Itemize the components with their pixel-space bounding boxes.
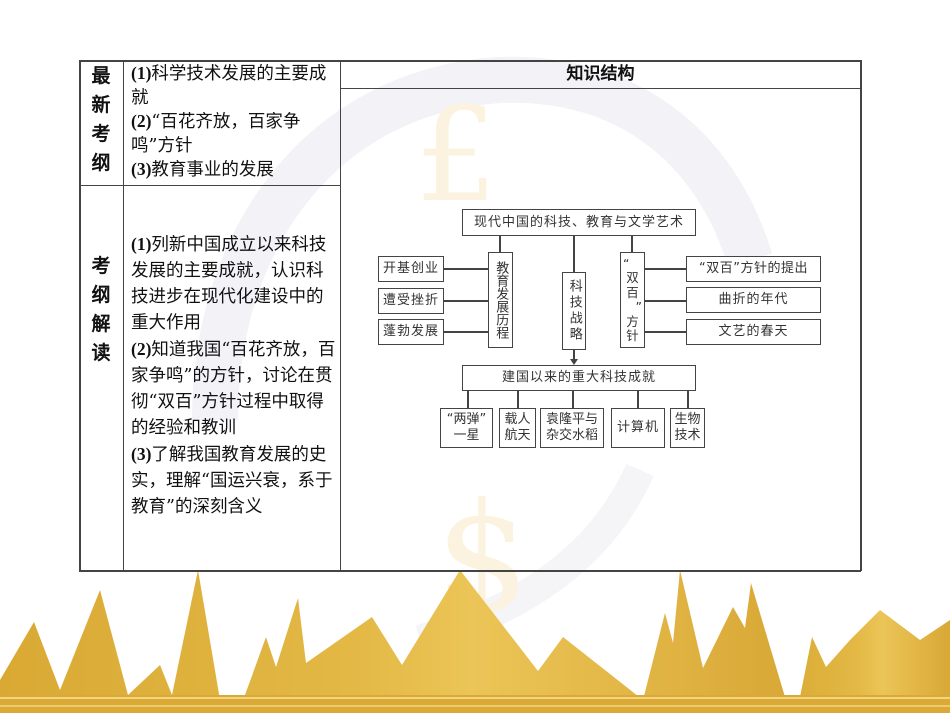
item-text: 了解我国教育发展的史实，理解“国运兴衰，系于教育”的深刻含义 [131, 445, 333, 517]
policy-stage-box: 曲折的年代 [686, 287, 821, 313]
connector-line [467, 391, 469, 408]
connector-line [572, 391, 574, 408]
watermark-pound-icon: £ [415, 79, 498, 231]
policy-char: ” [635, 299, 642, 314]
syllabus-interpretation-content: (1)列新中国成立以来科技发展的主要成就，认识科技进步在现代化建设中的重大作用 … [131, 231, 338, 520]
syllabus-item-1: (1)科学技术发展的主要成就 [131, 62, 336, 110]
label-char: 纲 [91, 152, 111, 174]
connector-line [444, 300, 488, 302]
policy-char: 方 [626, 313, 639, 329]
achievement-line: 技术 [674, 428, 701, 443]
table-border-bottom [79, 570, 861, 572]
item-number: (2) [131, 111, 152, 131]
achievement-item-box: 生物 技术 [670, 408, 705, 448]
row-label-syllabus-interpretation: 考 纲 解 读 [79, 252, 123, 368]
connector-arrow-line [573, 350, 575, 362]
item-number: (1) [131, 234, 152, 254]
table-row-divider [79, 185, 340, 186]
policy-char: 百 [626, 284, 639, 300]
table-col-divider-2 [340, 60, 341, 571]
connector-line [631, 236, 633, 252]
education-stage-box: 遭受挫折 [378, 288, 444, 314]
header-divider [340, 88, 861, 89]
label-char: 读 [91, 342, 111, 364]
achievement-item-box: 载人 航天 [499, 408, 536, 448]
interpretation-item-3: (3)了解我国教育发展的史实，理解“国运兴衰，系于教育”的深刻含义 [131, 441, 338, 520]
achievement-line: 计算机 [616, 420, 659, 435]
label-char: 解 [91, 313, 111, 335]
connector-line [517, 391, 519, 408]
double-hundred-policy-box: “ 双 百 ” 方 针 [620, 252, 645, 348]
achievement-line: “两弹” [446, 412, 487, 427]
item-number: (2) [131, 339, 152, 359]
achievement-line: 生物 [674, 412, 701, 427]
diagram-root-box: 现代中国的科技、教育与文学艺术 [462, 209, 696, 236]
latest-syllabus-content: (1)科学技术发展的主要成就 (2)“百花齐放，百家争鸣”方针 (3)教育事业的… [131, 62, 336, 183]
achievement-line: 杂交水稻 [545, 428, 598, 443]
table-col-divider-1 [123, 60, 124, 571]
connector-line [444, 331, 488, 333]
policy-stage-box: 文艺的春天 [686, 319, 821, 345]
label-char: 新 [91, 94, 111, 116]
row-label-latest-syllabus: 最 新 考 纲 [79, 62, 123, 178]
achievement-item-box: “两弹” 一星 [440, 408, 493, 448]
interpretation-item-2: (2)知道我国“百花齐放，百家争鸣”的方针，讨论在贯彻“双百”方针过程中取得的经… [131, 336, 338, 441]
item-number: (3) [131, 444, 152, 464]
item-number: (3) [131, 159, 152, 179]
label-char: 纲 [91, 284, 111, 306]
label-char: 最 [91, 65, 111, 87]
item-text: 科学技术发展的主要成就 [131, 64, 327, 108]
connector-line [645, 268, 686, 270]
watermark-arc [192, 56, 773, 421]
achievements-box: 建国以来的重大科技成就 [462, 365, 696, 391]
policy-char: 双 [626, 270, 639, 285]
item-text: “百花齐放，百家争鸣”方针 [131, 112, 301, 156]
policy-char: 针 [626, 328, 639, 343]
gold-mountains [0, 570, 787, 713]
table-border-top [79, 60, 861, 62]
achievement-line: 袁隆平与 [545, 412, 598, 427]
science-strategy-label: 科技战略 [566, 279, 582, 343]
syllabus-item-3: (3)教育事业的发展 [131, 158, 336, 183]
connector-line [444, 268, 488, 270]
label-char: 考 [91, 255, 111, 277]
connector-line [573, 236, 575, 272]
table-border-right [860, 60, 862, 571]
arrow-down-icon [570, 359, 578, 365]
policy-stage-box: “双百”方针的提出 [686, 256, 821, 282]
education-stage-box: 开基创业 [378, 256, 444, 282]
education-history-box: 教育发展历程 [488, 252, 513, 348]
connector-line [645, 331, 686, 333]
education-history-label: 教育发展历程 [493, 261, 509, 339]
connector-line [499, 236, 501, 252]
achievement-item-box: 计算机 [611, 408, 665, 448]
achievement-line: 一星 [453, 428, 480, 443]
item-text: 知道我国“百花齐放，百家争鸣”的方针，讨论在贯彻“双百”方针过程中取得的经验和教… [131, 340, 336, 438]
table-border-left [79, 60, 81, 571]
item-text: 教育事业的发展 [151, 160, 274, 180]
item-text: 列新中国成立以来科技发展的主要成就，认识科技进步在现代化建设中的重大作用 [131, 235, 327, 333]
interpretation-item-1: (1)列新中国成立以来科技发展的主要成就，认识科技进步在现代化建设中的重大作用 [131, 231, 338, 336]
achievement-item-box: 袁隆平与 杂交水稻 [540, 408, 604, 448]
item-number: (1) [131, 63, 152, 83]
connector-line [645, 300, 686, 302]
syllabus-item-2: (2)“百花齐放，百家争鸣”方针 [131, 110, 336, 158]
achievement-line: 载人 [504, 412, 531, 427]
science-strategy-box: 科技战略 [562, 272, 586, 350]
syllabus-table: 最 新 考 纲 (1)科学技术发展的主要成就 (2)“百花齐放，百家争鸣”方针 … [79, 60, 862, 572]
education-stage-box: 蓬勃发展 [378, 319, 444, 345]
knowledge-structure-title: 知识结构 [566, 64, 635, 84]
achievement-line: 航天 [504, 428, 531, 443]
connector-line [637, 391, 639, 408]
label-char: 考 [91, 123, 111, 145]
policy-char: “ [623, 255, 630, 271]
connector-line [687, 391, 689, 408]
